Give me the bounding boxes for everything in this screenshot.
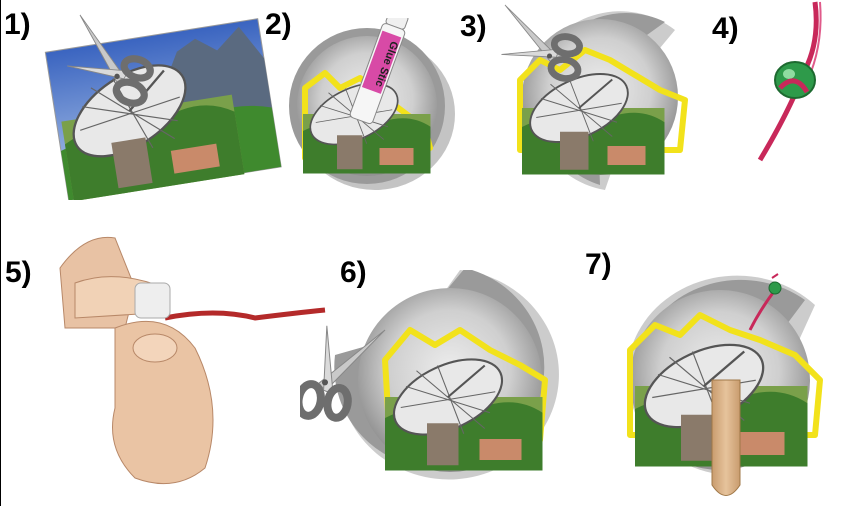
step-5-label: 5) (5, 258, 32, 288)
step-1-photo (35, 5, 285, 200)
hands-icon (60, 237, 213, 483)
step-4-label: 4) (712, 14, 739, 44)
step-2-plate: Glue Stic (285, 18, 455, 193)
step-6-plate (300, 270, 570, 490)
step-3-plate (500, 0, 710, 200)
step-1-label: 1) (4, 10, 31, 40)
step-7-plate (600, 270, 844, 506)
bead-on-string-icon (745, 0, 840, 170)
craft-stick-icon (712, 380, 740, 496)
bead-on-string-icon (769, 274, 781, 294)
step-3-label: 3) (460, 12, 487, 42)
left-border-line (0, 0, 1, 506)
step-5-hands (55, 228, 335, 498)
